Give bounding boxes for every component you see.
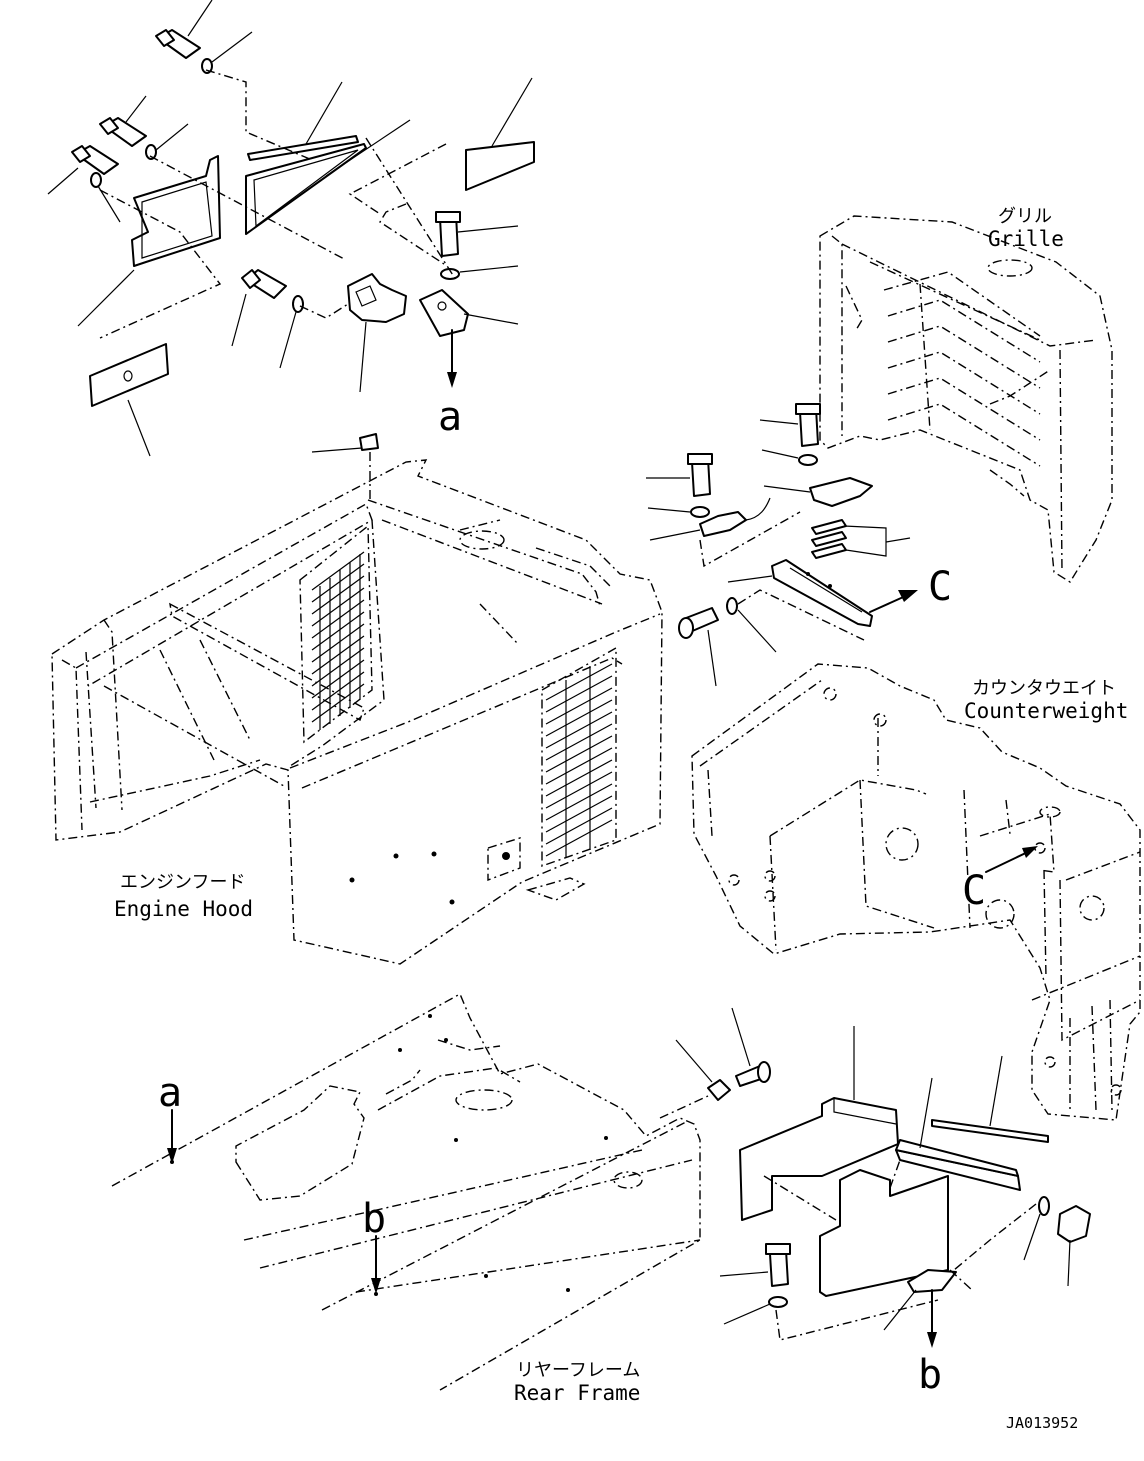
engine-hood-label-jp: エンジンフード xyxy=(120,872,245,893)
bolt-lower xyxy=(71,145,119,188)
rear-frame-label-en: Rear Frame xyxy=(514,1381,640,1405)
marker-c-counterweight: C xyxy=(962,868,986,914)
bolt-bracket xyxy=(241,269,304,313)
grille xyxy=(819,215,1113,583)
grille-mount-hardware: C xyxy=(646,403,952,687)
counterweight-label-en: Counterweight xyxy=(964,699,1128,723)
marker-a-top: a xyxy=(438,394,462,440)
radiator-core xyxy=(299,524,373,744)
engine-hood-label-en: Engine Hood xyxy=(114,897,253,921)
engine-hood xyxy=(51,433,663,965)
bolt-top xyxy=(155,29,213,74)
bolt-mid xyxy=(99,117,157,160)
marker-b-frame: b xyxy=(362,1196,386,1242)
counterweight-label-jp: カウンタウエイト xyxy=(972,678,1116,699)
rear-frame xyxy=(111,993,701,1391)
grille-label-jp: グリル xyxy=(998,206,1052,227)
marker-c-bracket: C xyxy=(928,564,952,610)
bottom-right-hardware-group: b xyxy=(659,1007,1091,1398)
grille-louvers xyxy=(883,271,1041,467)
hood-side-grille xyxy=(541,646,617,867)
marker-a-frame: a xyxy=(158,1070,182,1116)
drawing-code: JA013952 xyxy=(1006,1414,1078,1432)
marker-b-bottom: b xyxy=(918,1352,942,1398)
counterweight xyxy=(691,663,1141,1121)
top-left-hardware-group: a xyxy=(47,0,535,457)
grille-label-en: Grille xyxy=(988,227,1064,251)
rear-frame-label-jp: リヤーフレーム xyxy=(516,1360,640,1381)
